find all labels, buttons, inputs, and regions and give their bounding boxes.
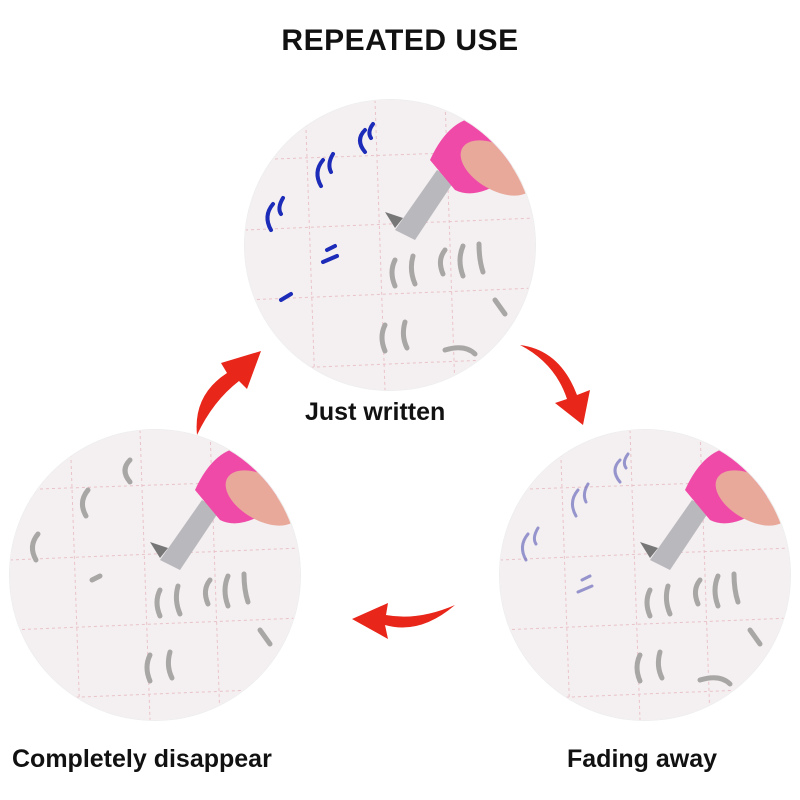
arrow-up-right-icon [196,351,261,435]
arrow-left-icon [352,603,455,639]
page-title: REPEATED USE [281,24,519,57]
stage-fading-away-image [500,430,790,720]
stage-just-written-image [245,100,535,390]
stage-completely-disappear-image [10,430,300,720]
caption-just-written: Just written [305,398,446,426]
ink-strokes [521,452,630,594]
copybook-illustration [500,430,790,720]
caption-completely-disappear: Completely disappear [12,745,272,773]
copybook-illustration [10,430,300,720]
copybook-illustration [245,100,535,390]
caption-fading-away: Fading away [567,745,718,773]
ink-strokes [265,122,375,302]
arrow-right-down-icon [520,345,590,425]
